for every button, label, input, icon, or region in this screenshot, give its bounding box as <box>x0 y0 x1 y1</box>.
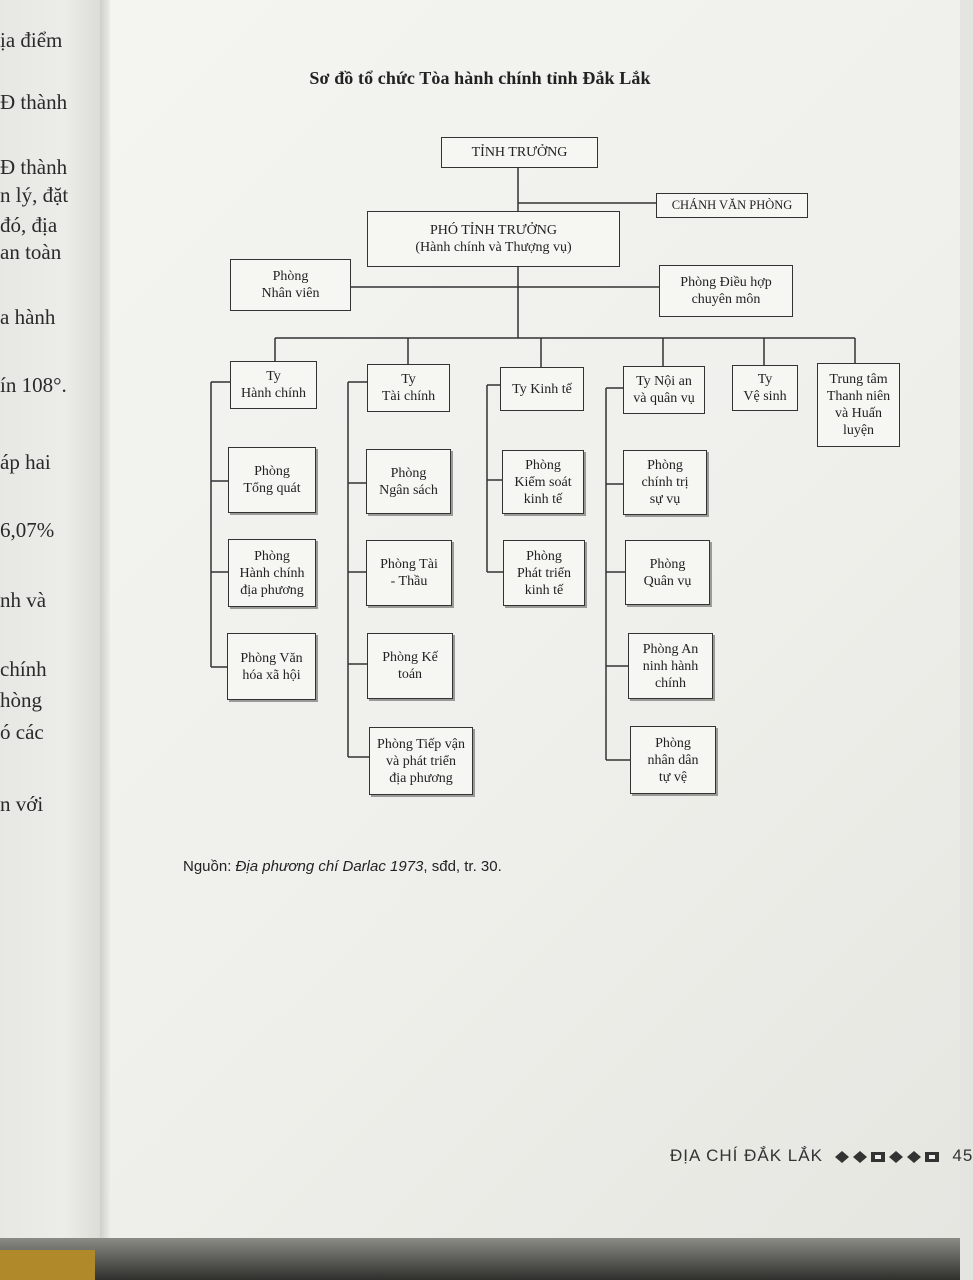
source-citation: Nguồn: Địa phương chí Darlac 1973, sđd, … <box>183 858 502 875</box>
decorative-ornament <box>834 1150 939 1163</box>
previous-page-text-fragment: Đ thành <box>0 90 68 114</box>
box-trung-tam-thanh-nien: Trung tâm Thanh niên và Huấn luyện <box>817 363 900 447</box>
box-phong-ngan-sach: Phòng Ngân sách <box>366 449 451 514</box>
box-phong-nhan-dan-tu-ve: Phòng nhân dân tự vệ <box>630 726 716 794</box>
desk-corner <box>0 1250 95 1280</box>
previous-page-text-fragment: hòng <box>0 688 42 712</box>
previous-page-text-fragment: a hành <box>0 305 56 329</box>
box-tinh-truong: TỈNH TRƯỞNG <box>441 137 598 168</box>
previous-page-text-fragment: ó các <box>0 720 44 744</box>
box-ty-ve-sinh: Ty Vệ sinh <box>732 365 798 411</box>
previous-page-text-fragment: ín 108°. <box>0 373 67 397</box>
box-phong-chinh-tri-su-vu: Phòng chính trị sự vụ <box>623 450 707 515</box>
box-ty-kinh-te: Ty Kinh tế <box>500 367 584 411</box>
box-phong-tiep-van: Phòng Tiếp vận và phát triển địa phương <box>369 727 473 795</box>
running-title: ĐỊA CHÍ ĐẮK LẮK <box>670 1146 823 1165</box>
page-number: 45 <box>952 1146 973 1165</box>
book-gutter <box>100 0 112 1280</box>
box-phong-nhan-vien: Phòng Nhân viên <box>230 259 351 311</box>
box-chanh-van-phong: CHÁNH VĂN PHÒNG <box>656 193 808 218</box>
previous-page-text-fragment: n với <box>0 792 44 816</box>
box-pho-tinh-truong: PHÓ TỈNH TRƯỞNG (Hành chính và Thượng vụ… <box>367 211 620 267</box>
box-ty-noi-an: Ty Nội an và quân vụ <box>623 366 705 414</box>
box-phong-dieu-hop: Phòng Điều hợp chuyên môn <box>659 265 793 317</box>
previous-page-text-fragment: Đ thành <box>0 155 68 179</box>
page-bottom-shadow <box>0 1238 960 1280</box>
box-phong-quan-vu: Phòng Quân vụ <box>625 540 710 605</box>
book-page <box>110 0 960 1245</box>
box-phong-van-hoa-xa-hoi: Phòng Văn hóa xã hội <box>227 633 316 700</box>
previous-page-text-fragment: đó, địa <box>0 213 58 237</box>
previous-page-text-fragment: chính <box>0 657 47 681</box>
box-phong-hanh-chinh-dia-phuong: Phòng Hành chính địa phương <box>228 539 316 607</box>
running-footer: ĐỊA CHÍ ĐẮK LẮK 45 <box>670 1146 973 1166</box>
box-phong-tong-quat: Phòng Tổng quát <box>228 447 316 513</box>
previous-page-text-fragment: áp hai <box>0 450 51 474</box>
previous-page-text-fragment: 6,07% <box>0 518 55 542</box>
box-ty-tai-chinh: Ty Tài chính <box>367 364 450 412</box>
previous-page-text-fragment: an toàn <box>0 240 62 264</box>
box-phong-tai-thau: Phòng Tài - Thầu <box>366 540 452 606</box>
box-phong-kiem-soat-kinh-te: Phòng Kiểm soát kinh tế <box>502 450 584 514</box>
box-phong-phat-trien-kinh-te: Phòng Phát triển kinh tế <box>503 540 585 606</box>
diagram-title: Sơ đồ tổ chức Tòa hành chính tỉnh Đắk Lắ… <box>309 68 651 88</box>
box-phong-ke-toan: Phòng Kế toán <box>367 633 453 699</box>
previous-page-text-fragment: ịa điểm <box>0 28 63 52</box>
previous-page-text-fragment: nh và <box>0 588 47 612</box>
previous-page-edge: ịa điểm Đ thành Đ thành n lý, đặt đó, địa an … <box>0 0 108 1280</box>
previous-page-text-fragment: n lý, đặt <box>0 183 69 207</box>
box-phong-an-ninh-hanh-chinh: Phòng An ninh hành chính <box>628 633 713 699</box>
box-ty-hanh-chinh: Ty Hành chính <box>230 361 317 409</box>
